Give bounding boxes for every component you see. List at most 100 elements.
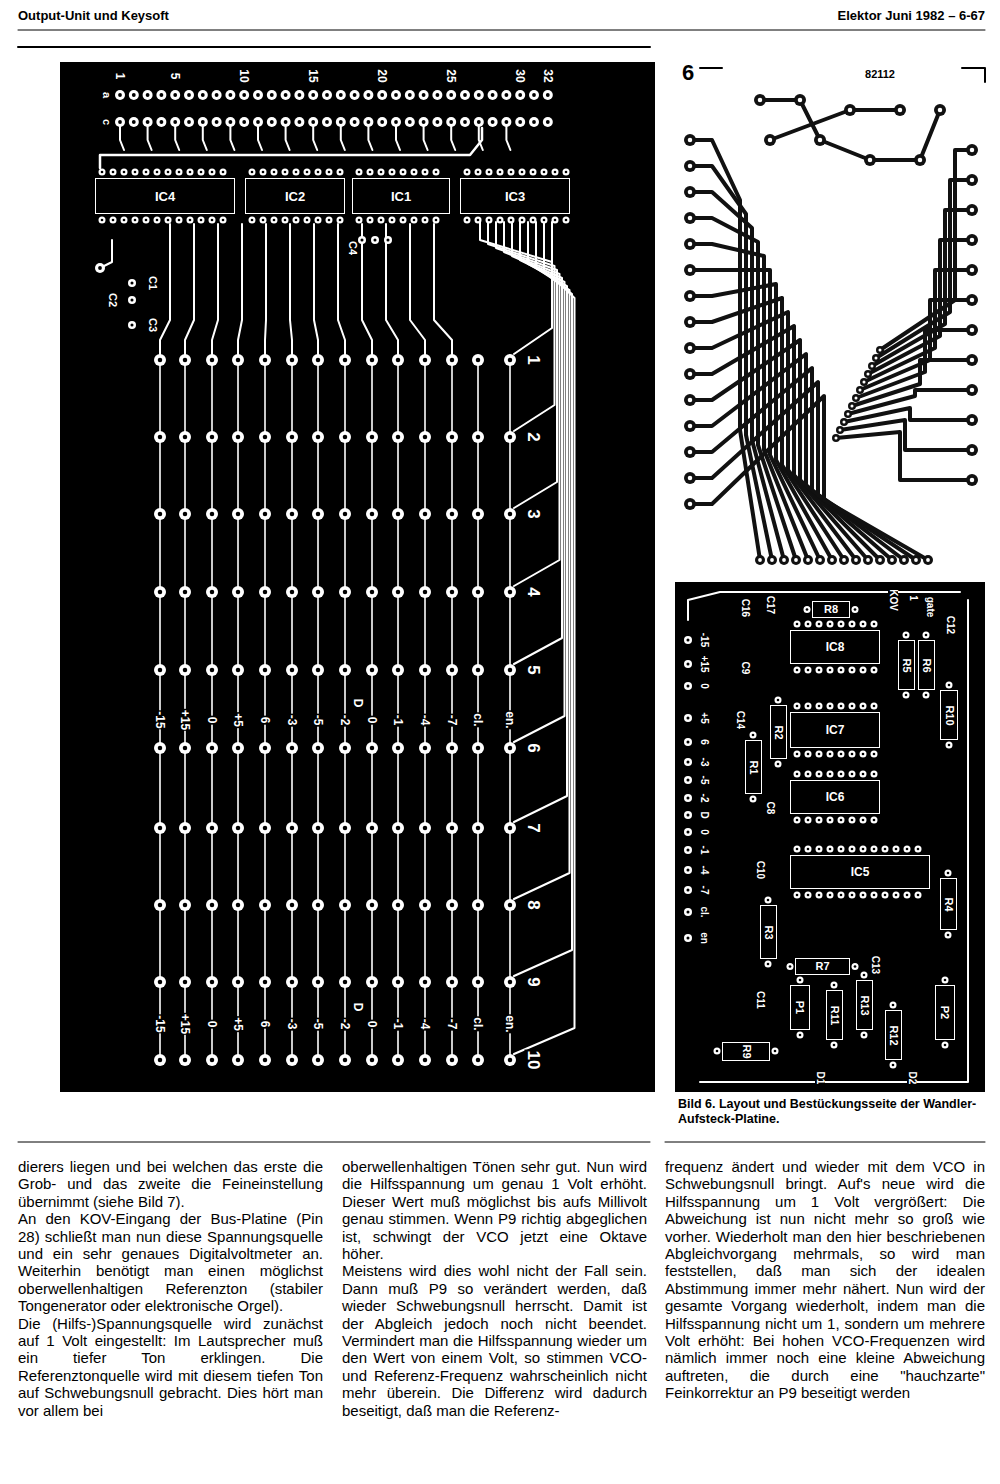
solder-pad (129, 117, 139, 127)
solder-pad (803, 555, 813, 565)
pad-hole (158, 590, 163, 595)
pin-label: C4 (347, 240, 358, 256)
pin-label: KOV (888, 588, 898, 612)
pad-hole (807, 819, 810, 822)
pad-hole (898, 108, 903, 113)
solder-pad (871, 817, 878, 824)
solder-pad (304, 169, 311, 176)
pad-hole (317, 219, 320, 222)
pad-hole (873, 623, 876, 626)
solder-pad (684, 846, 692, 854)
solder-pad (249, 217, 256, 224)
solder-pad (253, 117, 263, 127)
solder-pad (239, 117, 249, 127)
solder-pad (259, 742, 271, 754)
pad-hole (686, 740, 689, 743)
pin-label: -4 (419, 1018, 431, 1031)
running-head: Elektor Juni 1982 – 6-67 (838, 9, 985, 22)
solder-pad (206, 354, 218, 366)
solder-pad (849, 817, 856, 824)
component-outline: R13 (856, 980, 873, 1030)
pad-hole (316, 358, 321, 363)
pad-hole (373, 238, 376, 241)
pad-hole (263, 903, 268, 908)
pad-hole (273, 171, 276, 174)
pad-hole (306, 171, 309, 174)
solder-pad (860, 667, 867, 674)
solder-pad (232, 742, 244, 754)
part-label: IC8 (826, 641, 845, 653)
pad-hole (840, 894, 843, 897)
pad-hole (688, 502, 693, 507)
pad-hole (450, 358, 455, 363)
pin-label: -3 (286, 1018, 298, 1031)
solder-pad (366, 822, 378, 834)
pad-hole (158, 435, 163, 440)
pad-hole (189, 171, 192, 174)
pad-hole (408, 120, 412, 124)
solder-pad (849, 667, 856, 674)
solder-pad (391, 117, 401, 127)
pad-hole (178, 171, 181, 174)
pin-label: -7 (699, 885, 709, 896)
pad-hole (343, 435, 348, 440)
pcb-trace (434, 224, 452, 360)
pad-hole (311, 120, 315, 124)
solder-pad (154, 664, 166, 676)
pad-hole (834, 436, 837, 439)
solder-pad (206, 586, 218, 598)
solder-pad (504, 508, 516, 520)
solder-pad (128, 296, 136, 304)
solder-pad (259, 508, 271, 520)
pcb-trace (160, 224, 170, 360)
pad-hole (316, 980, 321, 985)
pad-hole (396, 746, 401, 751)
solder-pad (411, 217, 418, 224)
solder-pad (861, 1032, 868, 1039)
solder-pad (281, 90, 291, 100)
solder-pad (154, 431, 166, 443)
pcb-trace (386, 224, 398, 360)
pad-hole (532, 120, 536, 124)
solder-pad (945, 870, 952, 877)
solder-pad (750, 796, 757, 803)
pad-hole (158, 980, 163, 985)
solder-pad (966, 204, 978, 216)
solder-pad (816, 892, 823, 899)
pcb-trace (514, 222, 570, 899)
pad-hole (905, 694, 908, 697)
solder-pad (497, 217, 504, 224)
pad-hole (686, 684, 689, 687)
pad-hole (463, 120, 467, 124)
part-label: R3 (763, 925, 774, 939)
pin-label: -15 (154, 1014, 166, 1033)
solder-pad (154, 508, 166, 520)
part-label: R13 (859, 995, 870, 1015)
pad-hole (508, 435, 513, 440)
pin-label: 15 (307, 68, 319, 83)
pad-hole (688, 164, 693, 169)
solder-pad (446, 117, 456, 127)
pad-hole (758, 98, 763, 103)
solder-pad (366, 431, 378, 443)
pad-hole (842, 420, 845, 423)
body-paragraph: An den KOV-Eingang der Bus-Platine (Pin … (18, 1210, 323, 1314)
pad-hole (688, 424, 693, 429)
body-paragraph: dierers liegen und bei welchen das erste… (18, 1158, 323, 1210)
solder-pad (805, 751, 812, 758)
pin-label: C3 (147, 317, 158, 333)
pin-label: en (699, 931, 709, 945)
solder-pad (337, 169, 344, 176)
solder-pad (282, 217, 289, 224)
pin-label: 10 (238, 68, 250, 83)
solder-pad (232, 1054, 244, 1066)
solder-pad (501, 90, 511, 100)
solder-pad (946, 682, 953, 689)
pin-label: cl. (699, 905, 709, 918)
pad-hole (873, 819, 876, 822)
solder-pad (684, 908, 692, 916)
pad-hole (862, 623, 865, 626)
solder-pad (915, 846, 922, 853)
pad-hole (686, 778, 689, 781)
pcb-trace (514, 222, 565, 742)
